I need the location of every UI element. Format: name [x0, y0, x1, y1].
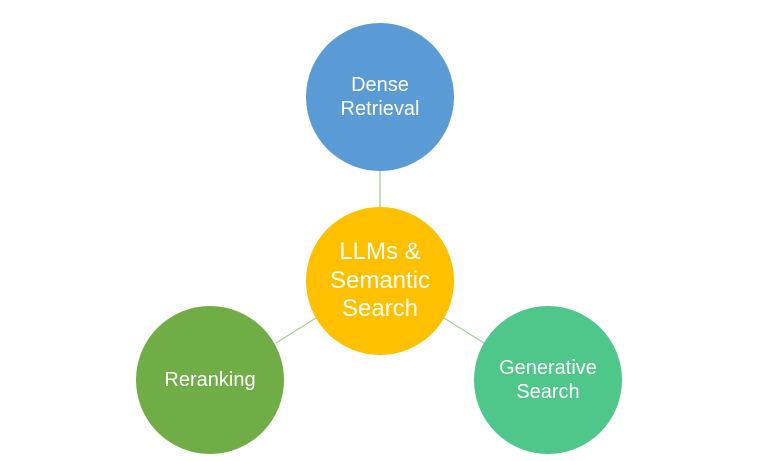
- dense-retrieval-label: Dense Retrieval: [340, 74, 420, 120]
- center-label: LLMs & Semantic Search: [329, 237, 431, 323]
- connector-center-generative: [443, 317, 485, 344]
- generative-search-node: Generative Search: [474, 306, 622, 454]
- reranking-node: Reranking: [136, 306, 284, 454]
- dense-retrieval-node: Dense Retrieval: [306, 23, 454, 171]
- reranking-label: Reranking: [164, 369, 256, 391]
- connector-center-reranking: [275, 317, 317, 344]
- center-node: LLMs & Semantic Search: [306, 207, 454, 355]
- generative-search-label: Generative Search: [499, 357, 597, 403]
